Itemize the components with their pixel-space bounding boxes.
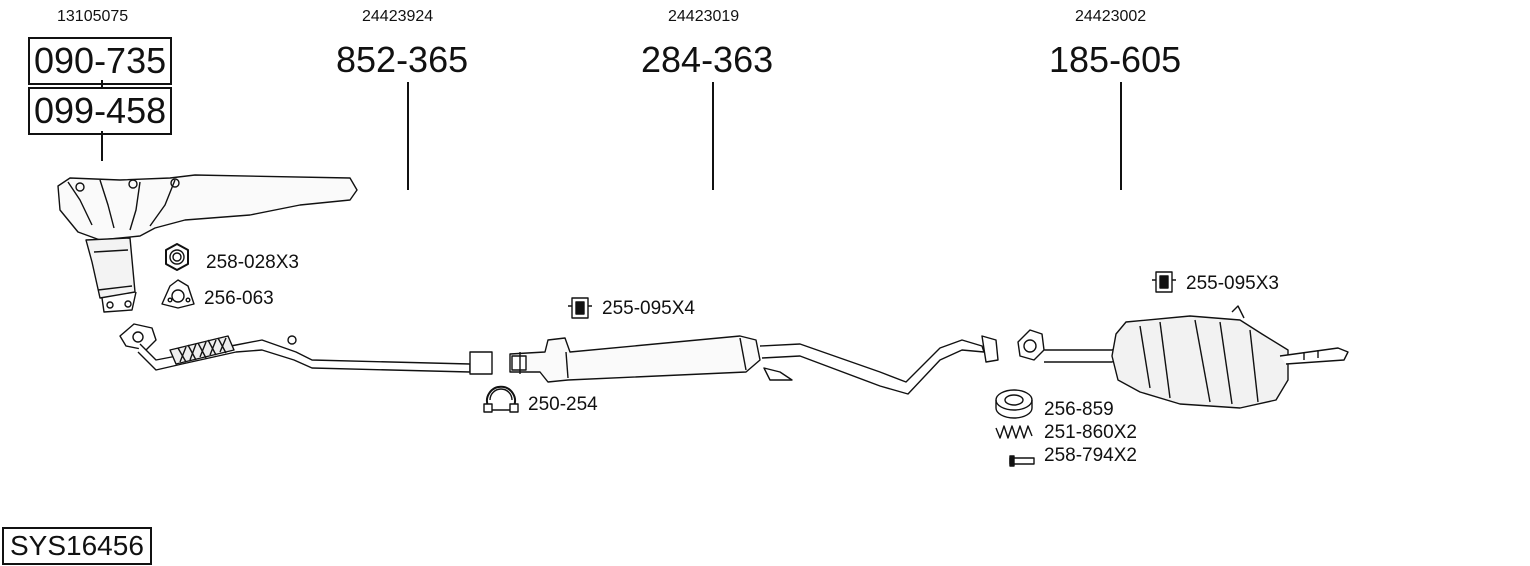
middle-silencer-drawing xyxy=(509,335,999,395)
leader-line-3 xyxy=(712,82,714,190)
oem-number-1: 13105075 xyxy=(57,8,129,25)
rubber-mount-icon-2 xyxy=(1152,271,1176,293)
oem-number-2: 24423924 xyxy=(362,8,434,25)
leader-line-4 xyxy=(1120,82,1122,190)
part-number-090-735[interactable]: 090-735 xyxy=(28,37,173,85)
leader-line-2 xyxy=(407,82,409,190)
gasket-icon xyxy=(161,279,195,309)
clamp-icon xyxy=(483,385,519,413)
part-number-099-458[interactable]: 099-458 xyxy=(28,87,173,135)
accessory-label-256-063[interactable]: 256-063 xyxy=(204,288,274,309)
system-code: SYS16456 xyxy=(2,527,152,565)
leader-line-1 xyxy=(101,131,103,161)
accessory-label-255-095X4[interactable]: 255-095X4 xyxy=(602,298,695,319)
nut-icon xyxy=(165,243,189,271)
accessory-label-258-794X2[interactable]: 258-794X2 xyxy=(1044,445,1137,466)
accessory-label-255-095X3[interactable]: 255-095X3 xyxy=(1186,273,1279,294)
spring-icon xyxy=(995,425,1033,439)
part-number-284-363[interactable]: 284-363 xyxy=(641,39,774,80)
part-number-185-605[interactable]: 185-605 xyxy=(1049,39,1182,80)
ring-gasket-icon xyxy=(995,389,1033,419)
part-number-852-365[interactable]: 852-365 xyxy=(336,39,469,80)
rubber-mount-icon-1 xyxy=(568,297,592,319)
accessory-label-251-860X2[interactable]: 251-860X2 xyxy=(1044,422,1137,443)
exhaust-manifold-drawing xyxy=(57,174,358,313)
leader-line-connector xyxy=(101,80,103,88)
accessory-label-256-859[interactable]: 256-859 xyxy=(1044,399,1114,420)
oem-number-4: 24423002 xyxy=(1075,8,1147,25)
accessory-label-250-254[interactable]: 250-254 xyxy=(528,394,598,415)
rear-silencer-drawing xyxy=(1017,305,1349,409)
bolt-icon xyxy=(1009,455,1035,467)
accessory-label-258-028X3[interactable]: 258-028X3 xyxy=(206,252,299,273)
oem-number-3: 24423019 xyxy=(668,8,740,25)
front-pipe-drawing xyxy=(119,323,493,375)
